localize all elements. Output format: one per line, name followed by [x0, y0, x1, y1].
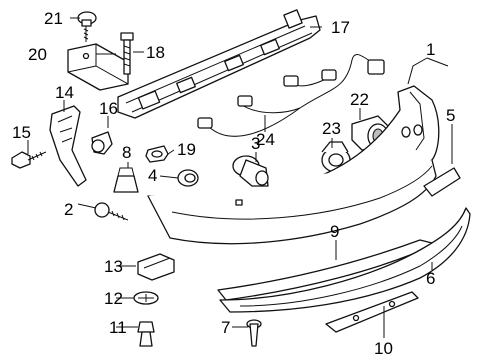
callout-13: 13: [104, 257, 123, 276]
callout-1: 1: [426, 40, 435, 59]
part-screw-15: [11, 151, 47, 169]
callout-6: 6: [426, 269, 435, 288]
callout-8: 8: [122, 143, 131, 162]
part-reflector-5: [423, 167, 461, 197]
part-grommet-16: [91, 131, 113, 155]
part-reinforcement-beam: [117, 9, 321, 119]
callout-16: 16: [99, 99, 118, 118]
callout-5: 5: [446, 106, 455, 125]
callout-24: 24: [256, 130, 275, 149]
part-wiring-harness: [197, 54, 385, 137]
part-bracket-10: [325, 291, 419, 333]
callout-21: 21: [44, 9, 63, 28]
callout-22: 22: [350, 90, 369, 109]
callout-11: 11: [109, 318, 127, 337]
callout-labels: 1 2 3 4 5 6 7 8 9 10 11 12 13 14 15 16 1…: [12, 9, 455, 358]
leader-lines: [27, 17, 453, 338]
part-side-bracket-14: [49, 105, 87, 187]
part-bracket-8: [113, 167, 139, 193]
part-push-pin-11: [137, 321, 155, 347]
callout-9: 9: [330, 222, 339, 241]
callout-17: 17: [331, 18, 350, 37]
part-plug-4: [177, 169, 199, 187]
part-pin-7: [246, 319, 262, 347]
callout-2: 2: [64, 200, 73, 219]
callout-4: 4: [148, 166, 157, 185]
callout-18: 18: [146, 43, 165, 62]
part-clip-19: [145, 145, 169, 163]
callout-7: 7: [221, 318, 230, 337]
callout-12: 12: [104, 289, 123, 308]
part-screw-2: [94, 202, 129, 221]
part-long-bolt-18: [120, 32, 134, 75]
part-bracket-20: [67, 43, 129, 91]
callout-14: 14: [55, 83, 74, 102]
part-rivet-12: [133, 291, 159, 305]
callout-15: 15: [12, 123, 31, 142]
callout-19: 19: [177, 140, 196, 159]
callout-10: 10: [374, 339, 393, 358]
callout-3: 3: [251, 134, 260, 153]
part-bolt-21: [77, 11, 97, 42]
part-bumper-cover: [147, 85, 440, 245]
callout-23: 23: [322, 119, 341, 138]
part-clip-13: [137, 253, 175, 281]
part-sensor-3: [232, 155, 269, 187]
callout-20: 20: [28, 45, 47, 64]
part-diffuser-6: [219, 207, 471, 313]
